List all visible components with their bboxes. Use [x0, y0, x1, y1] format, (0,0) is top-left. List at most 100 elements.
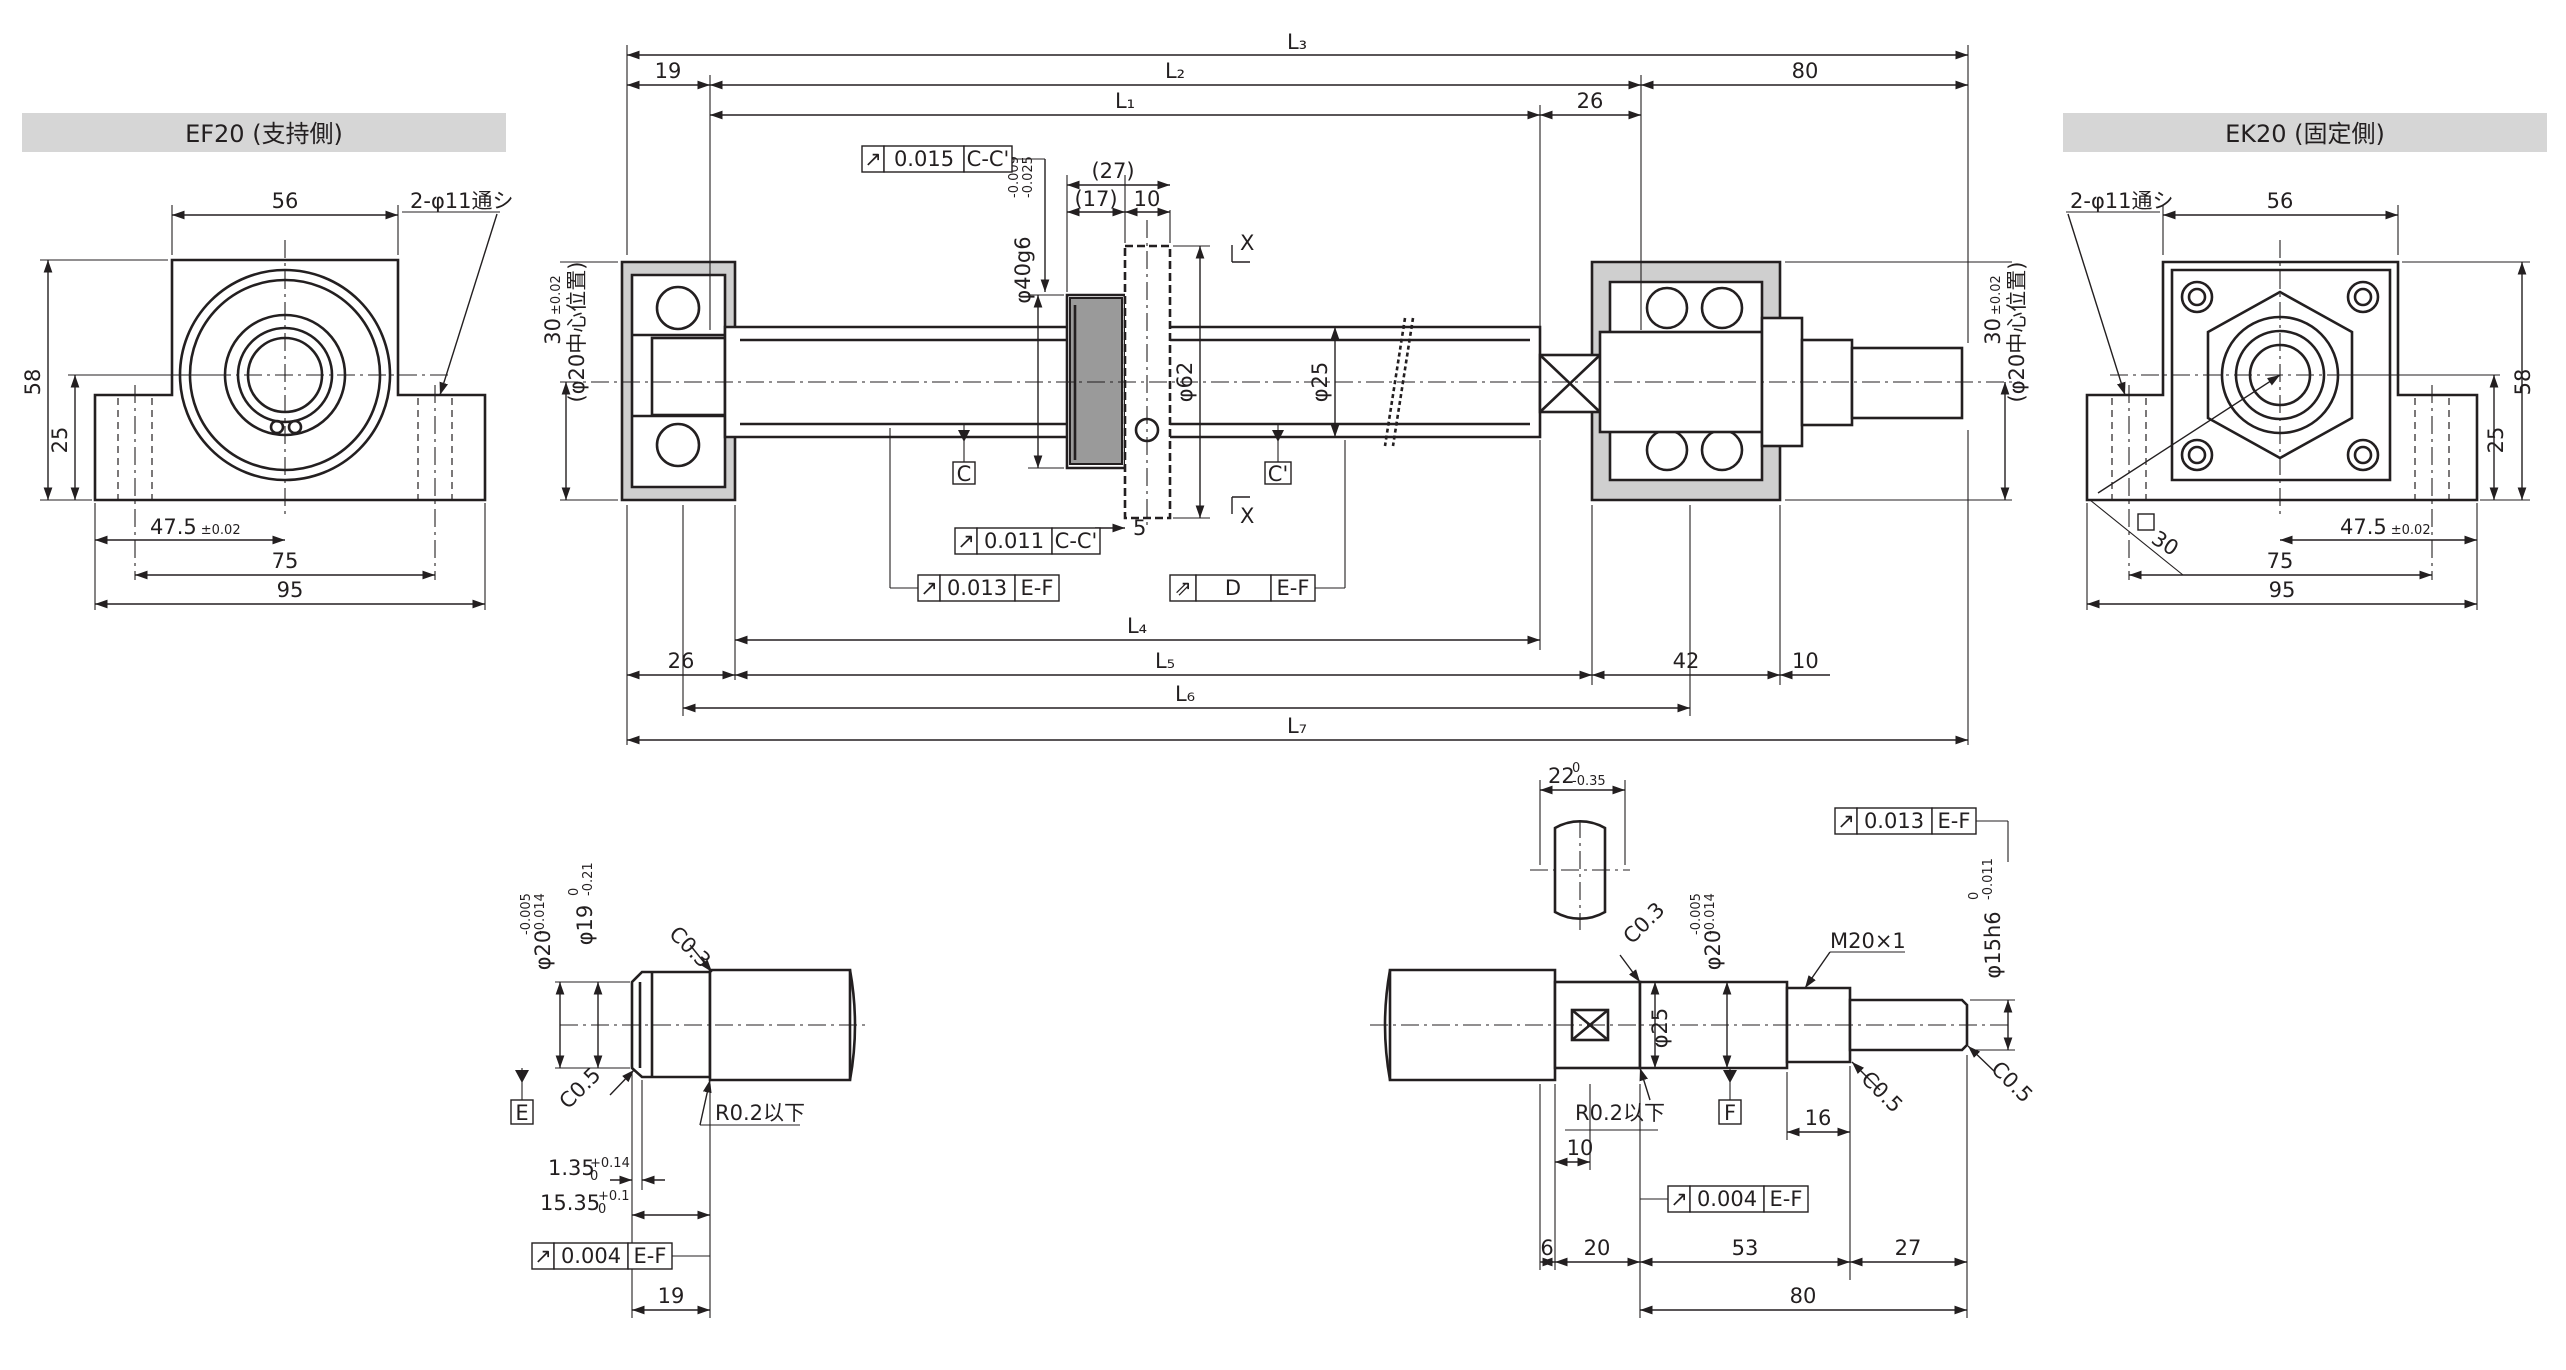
sl-c03: C0.3	[664, 922, 715, 973]
ek20-title: EK20 (固定側)	[2225, 120, 2385, 148]
sl-c05: C0.5	[555, 1063, 606, 1114]
ek20-title-bar: EK20 (固定側)	[2063, 113, 2547, 152]
svg-text:↗: ↗	[920, 576, 938, 600]
ek-dim-475: 47.5±0.02	[2340, 515, 2431, 539]
ek-hole-note: 2-φ11通シ	[2070, 189, 2174, 213]
dim-10-nut: 10	[1134, 187, 1161, 211]
datum-f: F	[1724, 1101, 1736, 1125]
svg-text:E-F: E-F	[1277, 576, 1310, 600]
svg-text:+0.14: +0.14	[590, 1156, 630, 1171]
svg-text:0.004: 0.004	[561, 1244, 621, 1268]
shaft-end-left: φ20 -0.005 -0.014 φ19 0 -0.21 C0.3 C0.5 …	[510, 862, 870, 1318]
sl-phi19: φ19	[573, 905, 597, 946]
svg-text:0: 0	[1967, 892, 1982, 900]
ek-dim-75: 75	[2267, 549, 2294, 573]
ef20-view: 56 2-φ11通シ 58 25 47.5±0.02 75 95	[21, 189, 514, 610]
dim-19: 19	[655, 59, 682, 83]
sr-d53: 53	[1732, 1236, 1759, 1260]
shaft-end-right: 22 0 -0.35 C0.3 φ20 -0.005 -0.014 φ25 M2…	[1370, 761, 2037, 1318]
dim-phi62: φ62	[1173, 362, 1197, 403]
center-30-right: 30±0.02	[1981, 275, 2005, 345]
ef-dim-95: 95	[277, 578, 304, 602]
svg-text:⇗: ⇗	[1174, 576, 1192, 600]
sr-d6: 6	[1540, 1236, 1553, 1260]
dim-l7: L₇	[1287, 714, 1307, 738]
datum-c: C	[957, 462, 972, 486]
svg-text:0.004: 0.004	[1697, 1187, 1757, 1211]
ef-dim-58: 58	[21, 369, 45, 396]
center-note-left: (φ20中心位置)	[565, 262, 589, 403]
dim-17-paren: (17)	[1074, 187, 1117, 211]
dim-26-bottom: 26	[668, 649, 695, 673]
svg-text:C-C': C-C'	[1055, 529, 1098, 553]
center-30-left: 30±0.02	[541, 275, 565, 345]
tol-frame-4: ⇗ D E-F	[1169, 440, 1346, 602]
ek-dim-25: 25	[2484, 427, 2508, 454]
svg-text:E-F: E-F	[634, 1244, 667, 1268]
dim-l4: L₄	[1127, 614, 1147, 638]
ef20-title-bar: EF20 (支持側)	[22, 113, 506, 152]
section-x-top: X	[1240, 231, 1254, 255]
ef-dim-75: 75	[272, 549, 299, 573]
svg-text:E-F: E-F	[1770, 1187, 1803, 1211]
svg-text:-0.014: -0.014	[533, 893, 548, 935]
svg-text:0.013: 0.013	[947, 576, 1007, 600]
svg-text:E-F: E-F	[1938, 809, 1971, 833]
dim-phi40g6: φ40g6	[1011, 236, 1035, 303]
svg-text:0: 0	[567, 888, 582, 896]
sr-phi20: φ20	[1701, 930, 1725, 971]
ek-square-30: 30	[2147, 526, 2182, 561]
dim-5: 5	[1133, 516, 1146, 540]
sr-c05b: C0.5	[1986, 1057, 2037, 1108]
sr-phi25: φ25	[1648, 1008, 1672, 1049]
sl-d1535: 15.35	[540, 1191, 600, 1215]
dim-phi40-tol-lo: -0.025	[1021, 156, 1036, 198]
sr-phi15: φ15h6	[1981, 911, 2005, 978]
svg-text:D: D	[1225, 576, 1241, 600]
svg-text:E-F: E-F	[1021, 576, 1054, 600]
sl-r02: R0.2以下	[715, 1101, 805, 1125]
svg-text:-0.005: -0.005	[1689, 893, 1704, 935]
svg-text:C-C': C-C'	[967, 147, 1010, 171]
ek20-view: 56 2-φ11通シ 58 25 30 47.5±0.02 75 95	[2066, 189, 2535, 610]
tol-frame-1: ↗ 0.015 C-C'	[861, 145, 1050, 292]
svg-text:0: 0	[1572, 761, 1580, 776]
sr-d20: 20	[1584, 1236, 1611, 1260]
svg-text:-0.35: -0.35	[1572, 774, 1606, 789]
dim-l5: L₅	[1155, 649, 1175, 673]
sr-d22: 22	[1548, 764, 1575, 788]
dim-l1: L₁	[1115, 89, 1135, 113]
ek-bolt-heads	[2180, 280, 2380, 472]
sr-m20: M20×1	[1830, 929, 1906, 953]
dim-l3: L₃	[1287, 30, 1307, 54]
sr-d16: 16	[1805, 1106, 1832, 1130]
dim-27-paren: (27)	[1091, 159, 1134, 183]
dim-10-bottom: 10	[1792, 649, 1819, 673]
svg-text:-0.014: -0.014	[1703, 893, 1718, 935]
section-x-bottom: X	[1240, 504, 1254, 528]
dim-26-top: 26	[1577, 89, 1604, 113]
datum-c-prime: C'	[1268, 462, 1288, 486]
dim-42: 42	[1673, 649, 1700, 673]
svg-text:0.013: 0.013	[1864, 809, 1924, 833]
svg-text:0: 0	[598, 1202, 606, 1217]
ef20-title: EF20 (支持側)	[185, 120, 343, 148]
sr-r02: R0.2以下	[1575, 1101, 1665, 1125]
tol-frame-2: ↗ 0.011 C-C'	[954, 527, 1101, 555]
ek-dim-56: 56	[2267, 189, 2294, 213]
sr-d27: 27	[1895, 1236, 1922, 1260]
center-note-right: (φ20中心位置)	[2005, 262, 2029, 403]
ef-dim-475: 47.5±0.02	[150, 515, 241, 539]
svg-text:↗: ↗	[864, 147, 882, 171]
svg-text:0.011: 0.011	[984, 529, 1044, 553]
svg-text:+0.1: +0.1	[598, 1189, 630, 1204]
ef-dim-25: 25	[48, 427, 72, 454]
dim-l2: L₂	[1165, 59, 1185, 83]
sl-phi20: φ20	[531, 930, 555, 971]
svg-text:0.015: 0.015	[894, 147, 954, 171]
svg-text:-0.21: -0.21	[581, 862, 596, 896]
datum-e: E	[515, 1101, 528, 1125]
dim-80: 80	[1792, 59, 1819, 83]
ef-hole-note: 2-φ11通シ	[410, 189, 514, 213]
